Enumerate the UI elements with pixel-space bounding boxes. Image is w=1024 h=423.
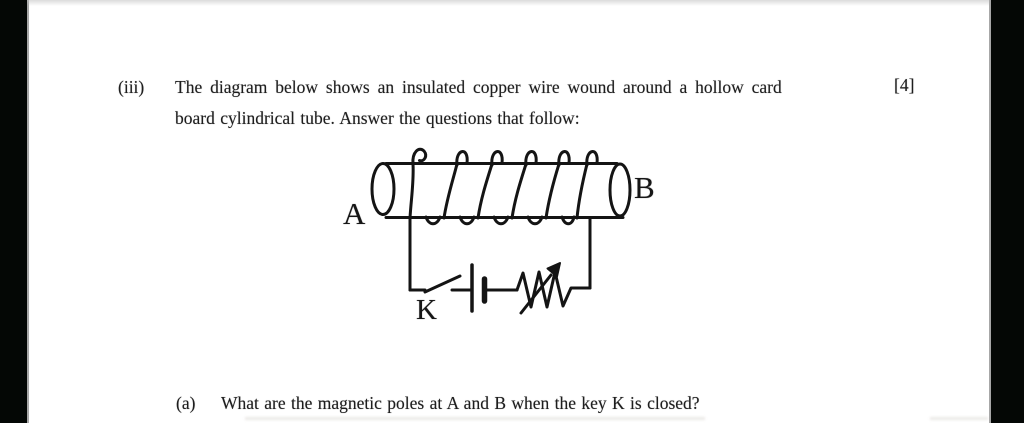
label-end-a: A xyxy=(343,196,366,231)
rheostat-arrow-head xyxy=(546,262,561,278)
question-number: (iii) xyxy=(118,77,145,97)
label-end-b: B xyxy=(634,170,655,205)
sub-question-text: What are the magnetic poles at A and B w… xyxy=(221,393,700,413)
battery-symbol xyxy=(470,263,488,313)
rheostat-symbol xyxy=(515,262,592,315)
cutoff-text-smudge xyxy=(245,417,705,420)
page-edge-line-left xyxy=(27,0,29,423)
screen-edge-band-left xyxy=(0,0,27,423)
cutoff-text-smudge xyxy=(930,417,988,420)
switch-key xyxy=(423,274,462,294)
page-edge-line-right xyxy=(989,0,991,423)
screen-edge-band-right xyxy=(991,0,1024,423)
question-text-line2: board cylindrical tube. Answer the quest… xyxy=(175,108,580,128)
rheostat-arrow-shaft xyxy=(519,273,553,315)
page-top-shadow xyxy=(27,0,989,6)
sub-question-label: (a) xyxy=(176,393,196,413)
question-marks: [4] xyxy=(894,75,915,95)
label-key-k: K xyxy=(416,294,437,326)
question-text-line1: The diagram below shows an insulated cop… xyxy=(175,77,782,97)
circuit-wires xyxy=(408,217,592,292)
coil-winding xyxy=(408,147,599,292)
